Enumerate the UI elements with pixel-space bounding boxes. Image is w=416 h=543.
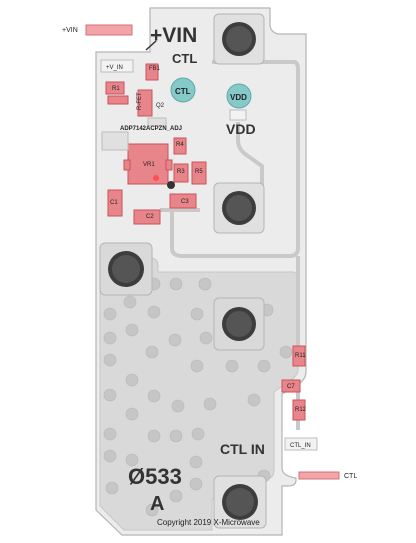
c2-label: C2 (146, 214, 154, 220)
q2-label: Q2 (156, 103, 165, 109)
q2-body (147, 117, 167, 127)
copyright-label: Copyright 2019 X-Microwave (157, 518, 260, 527)
ctl-in-pad-label: CTL_IN (290, 443, 311, 449)
svg-text:VDD: VDD (230, 93, 247, 102)
vr1-label: VR1 (143, 162, 155, 168)
vr1-chip (127, 143, 169, 185)
c3-label: C3 (181, 199, 189, 205)
r12-pad (292, 399, 306, 421)
r1-pad (105, 81, 125, 95)
switch-bottom (213, 475, 267, 529)
revision-label: A (150, 493, 164, 515)
svg-text:CTL: CTL (175, 87, 191, 96)
vdd-silk-label: VDD (226, 121, 256, 137)
rfet-label: R-FET (137, 92, 143, 110)
c1-label: C1 (110, 200, 118, 206)
fb1-label: FB1 (149, 66, 161, 72)
vdd-test-point: VDD (226, 83, 252, 109)
ctl-in-pad (284, 437, 318, 451)
ctl-test-point: CTL (170, 77, 196, 103)
switch-top (213, 13, 265, 65)
vin-pad (100, 59, 134, 73)
ctl-footer-marker (298, 471, 340, 480)
switch-mid (213, 182, 265, 234)
r1-label: R1 (112, 86, 120, 92)
r3-label: R3 (177, 169, 185, 175)
rfet-pad (137, 89, 153, 117)
r4-label: R4 (176, 142, 184, 148)
r4-pad (173, 137, 187, 155)
vin-silk-label: +VIN (150, 24, 197, 47)
vin-pointer (145, 40, 157, 51)
vin-header-label: +VIN (62, 27, 78, 34)
vdd-pad (229, 109, 247, 121)
r1-lower-pad (107, 95, 129, 105)
part-number-label: ADP7142ACPZN_ADJ (120, 126, 182, 132)
switch-center (213, 297, 265, 351)
r11-label: R11 (295, 353, 306, 359)
vr1-pin1-marker (153, 175, 159, 181)
vin-pad-label: +V_IN (106, 65, 123, 71)
r3-pad (173, 163, 189, 183)
vr1-pin-right (165, 159, 173, 171)
fb1-pad (145, 63, 159, 81)
c7-label: C7 (287, 384, 295, 390)
ctl-silk-label: CTL (172, 51, 197, 66)
switch-left (99, 242, 153, 296)
polarity-dot (167, 181, 175, 189)
ctl-in-silk-label: CTL IN (220, 441, 265, 457)
vr1-pin-left (123, 159, 131, 171)
r5-pad (191, 161, 207, 185)
adp-body (101, 131, 129, 151)
board-id-label: Ø533 (128, 464, 182, 489)
r12-label: R12 (295, 407, 307, 413)
r5-label: R5 (195, 169, 203, 175)
c3-pad (169, 193, 197, 209)
c1-pad (107, 189, 123, 217)
vin-header-marker (85, 24, 133, 36)
c7-pad (281, 379, 301, 393)
ctl-footer-label: CTL (344, 473, 357, 480)
c2-pad (133, 209, 161, 225)
traces (160, 60, 300, 430)
r11-pad (292, 345, 306, 367)
